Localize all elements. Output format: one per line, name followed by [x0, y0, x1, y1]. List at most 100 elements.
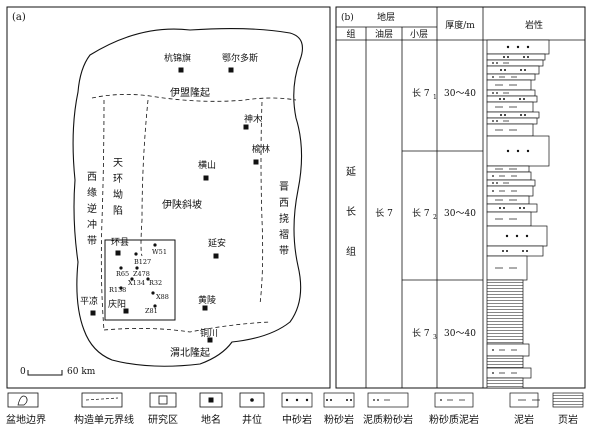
- legend-item: 研究区: [148, 392, 178, 426]
- lith-bed-shale: [486, 279, 524, 345]
- sublayer-3-sub: 3: [433, 334, 437, 341]
- legend-item: 盆地边界: [6, 392, 46, 426]
- lith-bed-siltstone: [486, 95, 538, 103]
- lith-bed-shale: [552, 392, 584, 408]
- well-dot: [153, 304, 157, 308]
- legend-label: 泥岩: [514, 413, 534, 426]
- place-label: 庆阳: [108, 298, 126, 310]
- column-panel-label: (b): [341, 12, 354, 23]
- legend-label: 构造单元界线: [74, 413, 134, 426]
- formation-char-2: 长: [346, 206, 356, 218]
- sublayer-1-name: 长 7: [412, 87, 430, 99]
- boundary-weibei: [103, 321, 271, 333]
- legend-item: 页岩: [552, 392, 584, 426]
- place-marker: [213, 253, 219, 259]
- region-tianhuan-4: 陷: [113, 204, 123, 217]
- region-xiyuan-5: 带: [87, 235, 97, 247]
- column-grid: [336, 7, 585, 388]
- place-label: 横山: [198, 159, 216, 171]
- place-marker: [123, 308, 129, 314]
- sublayer-2-sub: 2: [433, 214, 437, 221]
- header-strata: 地层: [377, 11, 395, 23]
- region-tianhuan-1: 天: [113, 158, 123, 169]
- region-xiyuan-3: 逆: [87, 202, 97, 215]
- place-marker: [202, 305, 208, 311]
- place-marker: [243, 124, 249, 130]
- region-tianhuan-3: 坳: [113, 188, 123, 201]
- legend-label: 泥质粉砂岩: [363, 413, 413, 426]
- formation-char-3: 组: [346, 245, 356, 258]
- legend-label: 页岩: [558, 413, 578, 426]
- boundary-west-thrust: [100, 99, 105, 331]
- lith-bed-muddy-silt: [486, 89, 536, 97]
- place-marker: [115, 250, 121, 256]
- legend-label: 盆地边界: [6, 413, 46, 426]
- place-label: 环县: [111, 237, 129, 248]
- region-tianhuan: 天 环 坳 陷: [113, 158, 123, 217]
- legend-item: 地名: [199, 392, 223, 426]
- lith-bed-mudstone: [486, 165, 530, 173]
- legend-label: 研究区: [148, 413, 178, 426]
- boundary-jinxi: [259, 101, 264, 305]
- place-label: 铜川: [200, 327, 218, 339]
- sublayer-2-name: 长 7: [412, 207, 430, 219]
- header-oil: 油层: [375, 28, 393, 40]
- sublayer-1-thickness: 30～40: [444, 89, 476, 99]
- map-panel: (a) 伊盟隆起 伊陕斜坡 渭北隆起 天 环 坳 陷 西 缘 逆 冲 带: [6, 6, 331, 389]
- sublayer-2-thickness: 30～40: [444, 209, 476, 219]
- region-xiyuan: 西 缘 逆 冲 带: [87, 172, 97, 247]
- well-dot: [146, 277, 150, 281]
- legend-item: 泥质粉砂岩: [363, 392, 413, 426]
- legend-item: 泥岩: [509, 392, 540, 426]
- legend-label: 粉砂质泥岩: [429, 413, 479, 426]
- well-dot: [119, 286, 123, 290]
- lith-bed-siltstone: [323, 392, 355, 408]
- lith-bed-silty-mud: [434, 392, 474, 408]
- place-marker: [207, 337, 213, 343]
- legend-swatch: [7, 392, 39, 408]
- boundary-tianhuan: [140, 99, 149, 257]
- legend-swatch: [149, 392, 177, 408]
- header-sub: 小层: [410, 29, 428, 40]
- lith-bed-siltstone: [486, 203, 538, 213]
- region-jinxi-3: 挠: [279, 212, 289, 225]
- scale-bar-line: [27, 370, 63, 376]
- region-weibei: 渭北隆起: [170, 346, 210, 359]
- place-label: 平凉: [80, 295, 98, 307]
- well-label: R32: [149, 279, 162, 287]
- lith-bed-muddy-silt: [486, 59, 544, 67]
- lith-bed-mudstone: [486, 195, 530, 205]
- place-marker: [228, 67, 234, 73]
- region-xiyuan-4: 冲: [87, 218, 97, 231]
- lith-bed-siltstone: [486, 65, 540, 75]
- well-label: R138: [109, 286, 126, 294]
- lithology-column: [486, 39, 550, 389]
- place-marker: [203, 175, 209, 181]
- sublayer-1-sub: 1: [433, 94, 437, 101]
- study-area-box: [104, 239, 176, 321]
- region-jinxi-4: 褶: [279, 228, 289, 241]
- well-label: Z81: [145, 307, 158, 315]
- place-label: 延安: [208, 237, 226, 249]
- lith-bed-muddy-silt: [486, 179, 536, 187]
- place-label: 杭锦旗: [164, 52, 191, 64]
- unit-boundaries: [91, 94, 297, 333]
- scale-zero: 0: [20, 367, 26, 377]
- legend-label: 中砂岩: [282, 413, 312, 426]
- lith-bed-siltstone: [486, 111, 540, 119]
- legend-item: 粉砂岩: [323, 392, 355, 426]
- column-panel: (b) 地层 组 油层 小层 厚度/m 岩性 延 长 组 长 7 长 7 1 3…: [335, 6, 586, 389]
- region-jinxi-2: 西: [279, 198, 289, 209]
- well-label: X134: [128, 279, 145, 287]
- sublayer-3-thickness: 30～40: [444, 329, 476, 339]
- region-yishan: 伊陕斜坡: [162, 198, 202, 211]
- formation-char-1: 延: [346, 166, 356, 178]
- lith-bed-shale: [486, 377, 524, 389]
- well-dot: [135, 266, 139, 270]
- well-dot: [134, 252, 138, 256]
- places-layer: 杭锦旗鄂尔多斯神木榆林横山延安黄陵铜川平凉环县庆阳: [80, 52, 270, 343]
- region-xiyuan-2: 缘: [87, 186, 97, 199]
- place-label: 神木: [244, 113, 262, 125]
